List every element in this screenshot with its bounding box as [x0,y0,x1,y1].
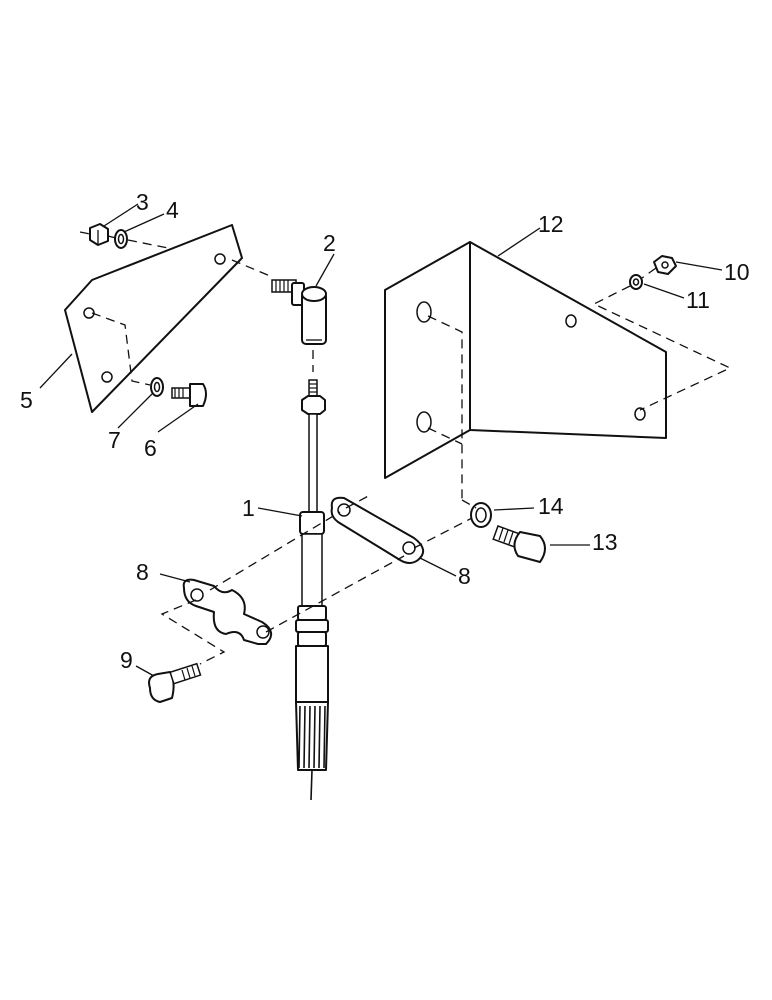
saddle-clamp-8 [182,578,273,645]
assembly-line-bracket-holes [427,315,477,509]
ball-joint-2 [271,279,327,345]
washer-7 [150,377,164,397]
assembly-line-clamp-to-bracket [345,493,473,549]
assembly-line-balljoint-to-plate [231,259,271,277]
assembly-line-clamp-9 [160,599,226,665]
right-angle-bracket [384,241,667,479]
screw-9 [148,662,202,703]
hex-nut-3 [89,223,109,246]
control-cable-1 [295,379,329,801]
assembly-line-clamp-lower [265,555,405,633]
callout-labels: 1 2 3 4 5 6 7 8 8 9 10 11 12 13 14 [20,189,750,673]
label-part-9: 9 [120,647,133,673]
screw-6 [171,383,207,407]
label-part-2: 2 [323,230,336,256]
label-part-5: 5 [20,387,33,413]
washer-14 [470,502,492,528]
washer-4 [114,229,128,249]
label-part-12: 12 [538,211,564,237]
assembly-line-screw-to-plate [91,312,151,386]
label-part-8-saddle: 8 [136,559,149,585]
screw-13 [492,525,546,563]
clamp-plate-8 [330,496,425,564]
label-part-10: 10 [724,259,750,285]
label-part-6: 6 [144,435,157,461]
label-part-8-plate: 8 [458,563,471,589]
callout-leaders [39,203,723,677]
label-part-7: 7 [108,427,121,453]
label-part-11: 11 [686,287,710,313]
label-part-3: 3 [136,189,149,215]
assembly-line-nut-10 [592,267,732,411]
left-mounting-plate [64,224,243,413]
hex-nut-10 [653,255,677,275]
label-part-4: 4 [166,197,179,223]
label-part-14: 14 [538,493,564,519]
assembly-line-clamp-upper [209,511,341,591]
label-part-13: 13 [592,529,618,555]
label-part-1: 1 [242,495,255,521]
washer-11 [629,274,643,290]
assembly-line-nut-to-plate [79,231,169,249]
